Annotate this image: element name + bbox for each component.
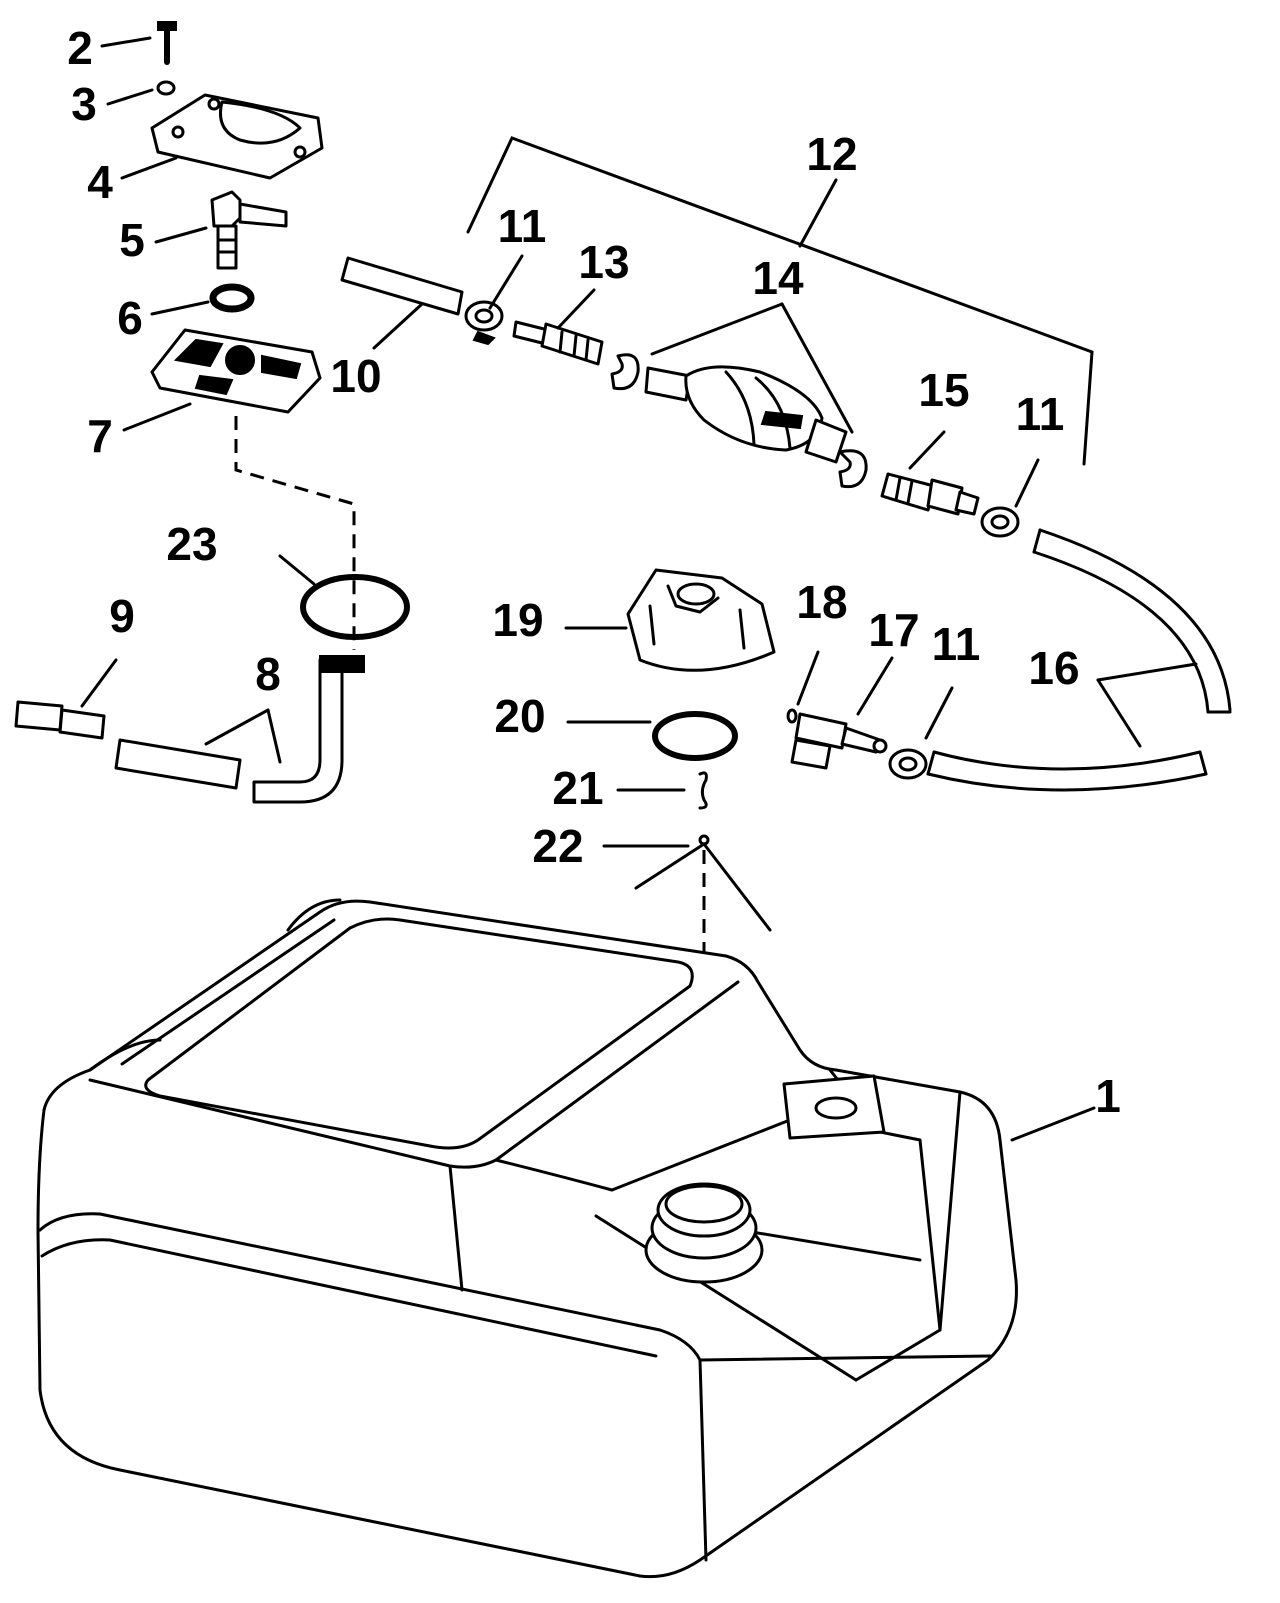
- part-filler-cap: [626, 568, 776, 672]
- callout-19: 19: [492, 594, 543, 646]
- part-tank-connector: [512, 320, 604, 366]
- part-hose-straight: [340, 256, 464, 316]
- part-fuel-line-hose: [926, 528, 1232, 792]
- callout-10: 10: [330, 350, 381, 402]
- part-engine-connector: [880, 472, 980, 516]
- part-elbow-fitting: [210, 190, 288, 270]
- leader-lines: [80, 36, 1198, 1142]
- assembly-dashed-line-pickup: [234, 416, 356, 650]
- callout-16: 16: [1028, 642, 1079, 694]
- part-pickup-hose: [114, 655, 365, 804]
- part-cap-gasket: [652, 711, 738, 761]
- callout-4: 4: [87, 156, 113, 208]
- part-screw: [157, 21, 177, 65]
- callout-5: 5: [119, 214, 145, 266]
- callout-23: 23: [166, 518, 217, 570]
- callout-8: 8: [255, 648, 281, 700]
- part-pickup-plate: [150, 328, 322, 414]
- callout-3: 3: [71, 78, 97, 130]
- callout-20: 20: [494, 690, 545, 742]
- part-mounting-plate: [150, 93, 324, 180]
- part-washer: [156, 80, 176, 96]
- part-hose-clip-2: [838, 449, 868, 489]
- callout-12: 12: [806, 128, 857, 180]
- part-tether: [634, 834, 772, 932]
- part-hose-clamp-3: [888, 748, 928, 780]
- callout-11-a: 11: [498, 200, 547, 252]
- part-vent-fitting: [790, 712, 888, 770]
- callout-2: 2: [67, 22, 93, 74]
- callout-15: 15: [918, 364, 969, 416]
- callout-11-b: 11: [1016, 388, 1065, 440]
- part-s-hook: [698, 771, 708, 810]
- callout-18: 18: [796, 576, 847, 628]
- callout-21: 21: [552, 762, 603, 814]
- callout-7: 7: [87, 410, 113, 462]
- part-small-o-ring: [786, 708, 798, 724]
- callout-14: 14: [752, 252, 804, 304]
- callout-17: 17: [868, 604, 919, 656]
- callout-11-c: 11: [932, 618, 981, 670]
- callout-9: 9: [109, 590, 135, 642]
- callout-1: 1: [1095, 1070, 1121, 1122]
- part-fuel-filter: [14, 700, 106, 740]
- part-fuel-tank: [36, 898, 1018, 1579]
- callout-22: 22: [532, 820, 583, 872]
- part-o-ring: [300, 574, 410, 640]
- part-primer-bulb: [644, 365, 848, 464]
- callout-6: 6: [117, 292, 143, 344]
- part-gasket-ring: [209, 283, 255, 313]
- part-hose-clamp: [464, 300, 504, 346]
- callout-13: 13: [578, 236, 629, 288]
- callout-labels: 1 2 3 4 5 6 7 8 9 10 11 11 11 12 13 14 1…: [67, 22, 1121, 1122]
- part-hose-clip: [610, 353, 640, 391]
- part-hose-clamp-2: [980, 506, 1020, 538]
